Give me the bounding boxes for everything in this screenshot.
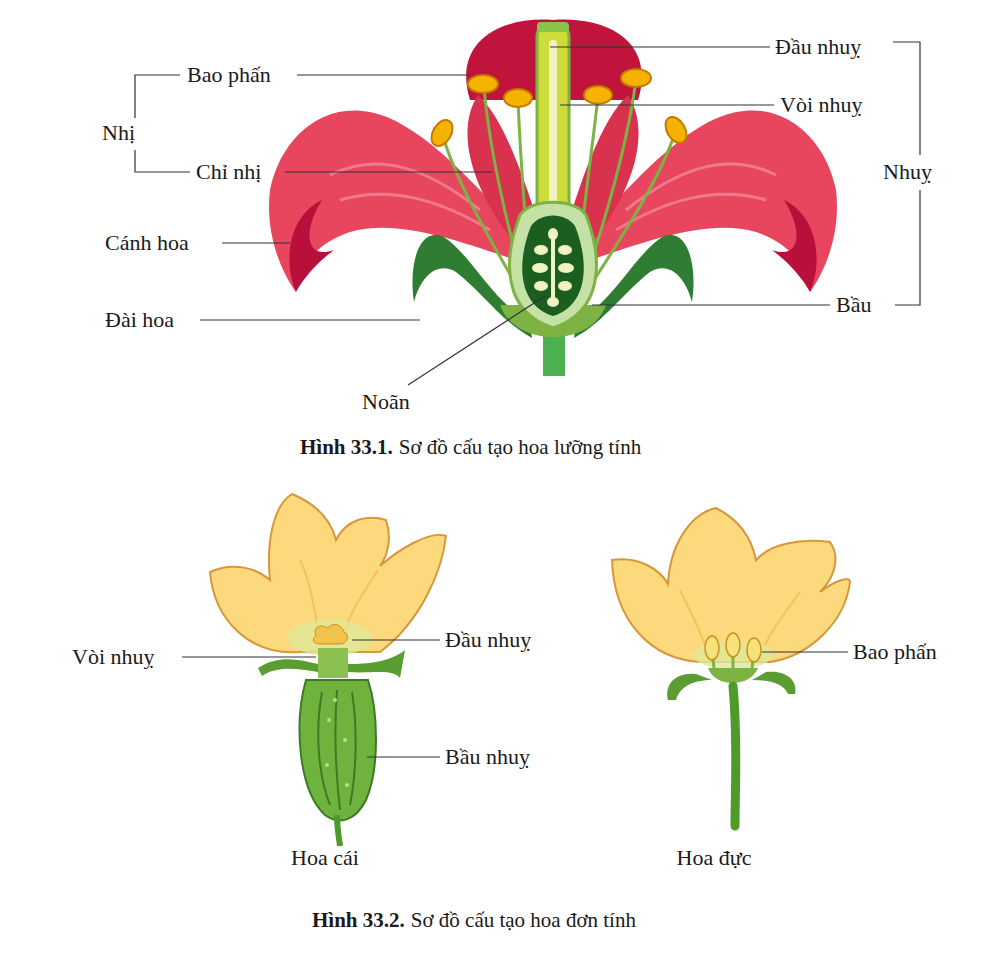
figure-caption: Hình 33.2.	[312, 910, 405, 931]
part-label: Bầu	[836, 294, 871, 316]
figure-caption: Hình 33.1.	[300, 437, 393, 458]
part-label: Hoa đực	[677, 847, 752, 869]
part-label: Hoa cái	[291, 847, 359, 869]
part-label: Đầu nhuỵ	[445, 629, 531, 651]
part-label: Vòi nhuỵ	[780, 94, 863, 116]
part-label: Bao phấn	[187, 64, 271, 86]
bisexual-flower	[269, 20, 837, 376]
figure-caption: Sơ đồ cấu tạo hoa lưỡng tính	[399, 437, 641, 458]
male-flower	[612, 508, 850, 826]
part-label: Nhuỵ	[883, 161, 932, 183]
part-label: Chỉ nhị	[196, 161, 261, 183]
part-label: Vòi nhuỵ	[72, 646, 155, 668]
female-flower	[210, 494, 446, 846]
part-label: Bầu nhuỵ	[445, 746, 530, 768]
part-label: Cánh hoa	[105, 232, 189, 254]
part-label: Đài hoa	[105, 309, 174, 331]
part-label: Noãn	[362, 391, 410, 413]
part-label: Nhị	[102, 122, 135, 144]
part-label: Bao phấn	[853, 641, 937, 663]
part-label: Đầu nhuỵ	[775, 36, 861, 58]
figure-caption: Sơ đồ cấu tạo hoa đơn tính	[411, 910, 636, 931]
leader-lines	[135, 42, 920, 385]
